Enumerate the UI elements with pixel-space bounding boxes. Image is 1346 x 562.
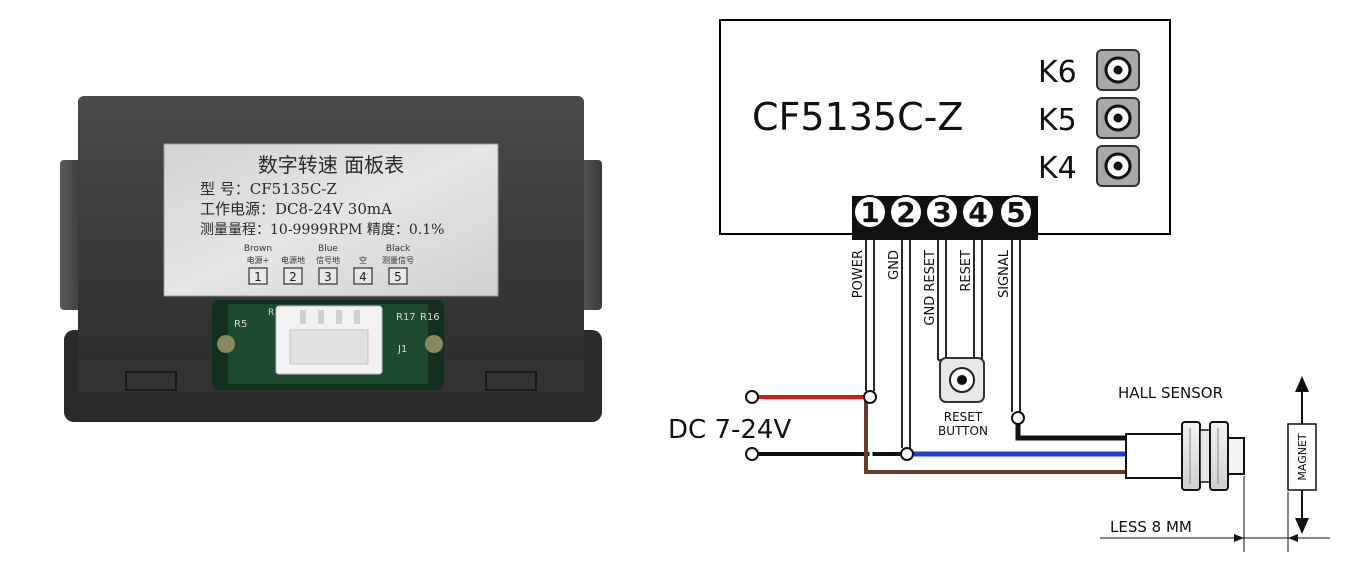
key-center [1113, 113, 1123, 123]
terminal-number: 2 [896, 196, 915, 229]
supply-terminal-positive [745, 390, 759, 404]
sensor-tip [1227, 437, 1245, 475]
dimension-arrow-icon [1288, 534, 1298, 542]
terminal-circle [925, 195, 959, 229]
sensor-nut-1 [1181, 421, 1201, 491]
clip-slot-left [125, 371, 177, 391]
magnet [1287, 423, 1317, 491]
sensor-thread [1199, 429, 1211, 483]
pcb-mark: J1 [397, 344, 407, 355]
reset-button-center [957, 375, 967, 385]
terminal-circle [889, 195, 923, 229]
meter-photo: R5 R16 R17 J1 R 数字转速 面板表 型 号：CF5135C-Z 工… [60, 96, 602, 422]
pcb-mark: R17 [396, 312, 416, 323]
connector-pin [336, 310, 342, 324]
pin-function-label: 电源+ [247, 255, 270, 265]
pcb-pad [217, 335, 235, 353]
pin-number: 3 [324, 270, 332, 284]
pin-color-label: Blue [318, 244, 338, 254]
signal-sensor-wire [1015, 420, 1126, 441]
terminal-label: GND [887, 250, 902, 280]
ground-junction [900, 447, 914, 461]
hall-sensor [1125, 421, 1245, 491]
supply-terminal-negative [745, 447, 759, 461]
pin-function-label: 信号地 [316, 255, 340, 265]
label-title: 数字转速 面板表 [258, 153, 404, 177]
terminal-label: GND RESET [923, 250, 938, 326]
key-center [1113, 65, 1123, 75]
pin-number: 2 [289, 270, 297, 284]
key-label: K6 [1038, 55, 1077, 90]
pin-box [353, 267, 373, 285]
terminal-circle [961, 195, 995, 229]
pcb-pad [425, 335, 443, 353]
terminal-label: RESET [959, 250, 974, 292]
pin-box [388, 267, 408, 285]
brown-wire-highlight [869, 400, 1126, 469]
signal-junction [1011, 411, 1025, 425]
connector-pin [354, 310, 360, 324]
arrow-up-icon [1295, 376, 1309, 392]
connector-pin [300, 310, 306, 324]
sensor-nut-2 [1209, 421, 1229, 491]
terminal-leads [865, 240, 1021, 448]
pin-color-label: Black [386, 244, 411, 254]
key-center [1113, 161, 1123, 171]
supply-label: DC 7-24V [668, 415, 791, 445]
arrow-down-icon [1295, 518, 1309, 534]
reset-label: RESET [944, 410, 983, 424]
pin-function-label: 电源地 [281, 255, 305, 265]
dimension-arrow-icon [1234, 534, 1244, 542]
key-label: K5 [1038, 103, 1077, 138]
sensor-label: HALL SENSOR [1118, 384, 1223, 402]
label-supply: 工作电源：DC8-24V 30mA [200, 200, 392, 218]
sensor-cable-sleeve [1125, 433, 1185, 479]
pin-box [248, 267, 268, 285]
pin-function-label: 测量信号 [382, 255, 414, 265]
pin-box [318, 267, 338, 285]
connector-housing [289, 329, 369, 365]
distance-label: LESS 8 MM [1110, 518, 1192, 536]
pcb-mark: R16 [420, 312, 440, 323]
pin-number: 5 [394, 270, 402, 284]
connector-pin [318, 310, 324, 324]
terminal-label: SIGNAL [997, 249, 1012, 298]
terminal-number: 1 [860, 196, 879, 229]
pin-color-label: Brown [244, 244, 272, 254]
terminal-labels: POWER GND GND RESET RESET SIGNAL [851, 249, 1012, 325]
pcb-mark: R [268, 308, 274, 318]
terminal-circle [853, 195, 887, 229]
terminal-label: POWER [851, 250, 866, 298]
label-range: 测量量程：10-9999RPM 精度：0.1% [200, 222, 445, 238]
reset-label: BUTTON [938, 424, 988, 438]
terminal-number: 5 [1006, 196, 1025, 229]
pin-number: 4 [359, 270, 367, 284]
pin-number: 1 [254, 270, 262, 284]
pcb-mark: R5 [234, 319, 247, 330]
pin-box [283, 267, 303, 285]
brown-sensor-wire [864, 400, 1126, 474]
pin-function-label: 空 [359, 255, 367, 265]
key-label: K4 [1038, 151, 1077, 186]
clip-slot-right [485, 371, 537, 391]
terminal-number: 3 [932, 196, 951, 229]
terminal-number: 4 [968, 196, 987, 229]
power-junction [863, 390, 877, 404]
label-model: 型 号：CF5135C-Z [200, 180, 337, 198]
model-name: CF5135C-Z [752, 95, 963, 139]
terminal-circle [999, 195, 1033, 229]
magnet-label: MAGNET [1296, 433, 1309, 481]
